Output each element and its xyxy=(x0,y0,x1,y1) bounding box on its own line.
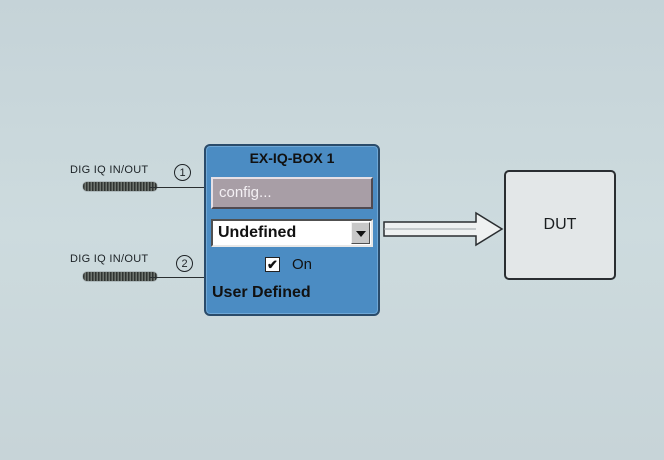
mode-select-value: Undefined xyxy=(218,224,297,241)
port-1-number: 1 xyxy=(174,164,191,181)
port-1-connector[interactable] xyxy=(83,182,157,191)
dut-label: DUT xyxy=(543,216,577,233)
output-arrow-icon xyxy=(383,211,504,247)
port-2-connector[interactable] xyxy=(83,272,157,281)
iq-box-title: EX-IQ-BOX 1 xyxy=(249,150,335,166)
port-1-wire xyxy=(150,187,205,188)
on-checkbox[interactable]: ✔ xyxy=(265,257,280,272)
mode-select[interactable]: Undefined xyxy=(211,219,373,247)
port-1-label: DIG IQ IN/OUT xyxy=(70,164,149,176)
on-label: On xyxy=(292,256,313,273)
iq-box-panel: EX-IQ-BOX 1 config... Undefined ✔ On Use… xyxy=(204,144,380,316)
port-2-number: 2 xyxy=(176,255,193,272)
port-2-label: DIG IQ IN/OUT xyxy=(70,253,149,265)
dut-block[interactable]: DUT xyxy=(504,170,616,280)
chevron-down-icon[interactable] xyxy=(351,222,370,244)
config-button[interactable]: config... xyxy=(211,177,373,209)
port-2-wire xyxy=(150,277,205,278)
mode-label: User Defined xyxy=(212,284,311,301)
